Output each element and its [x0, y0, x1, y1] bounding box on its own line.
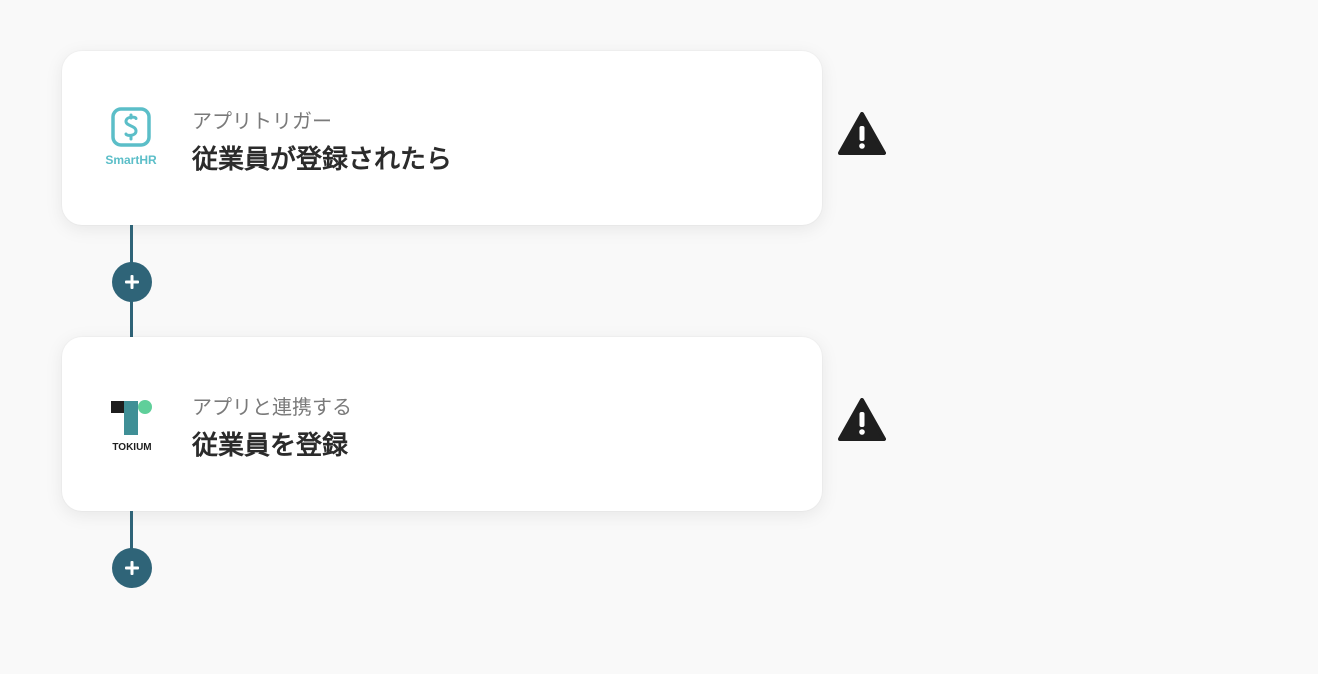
add-step-button[interactable]	[112, 262, 152, 302]
flow-connector-line	[130, 511, 133, 551]
tokium-logo: TOKIUM	[102, 393, 162, 457]
step-type-label: アプリトリガー	[192, 109, 332, 133]
smarthr-logo: SmartHR	[102, 107, 162, 171]
step-type-label: アプリと連携する	[192, 395, 352, 419]
warning-icon[interactable]	[838, 398, 886, 442]
step-action-title: 従業員を登録	[192, 431, 349, 461]
smarthr-logo-text: SmartHR	[105, 153, 157, 167]
plus-icon	[125, 275, 139, 289]
flow-step-card-action[interactable]: TOKIUM アプリと連携する 従業員を登録	[62, 337, 822, 511]
step-action-title: 従業員が登録されたら	[192, 145, 453, 175]
flow-step-card-trigger[interactable]: SmartHR アプリトリガー 従業員が登録されたら	[62, 51, 822, 225]
add-step-button[interactable]	[112, 548, 152, 588]
tokium-logo-text: TOKIUM	[112, 442, 151, 453]
plus-icon	[125, 561, 139, 575]
warning-icon[interactable]	[838, 112, 886, 156]
